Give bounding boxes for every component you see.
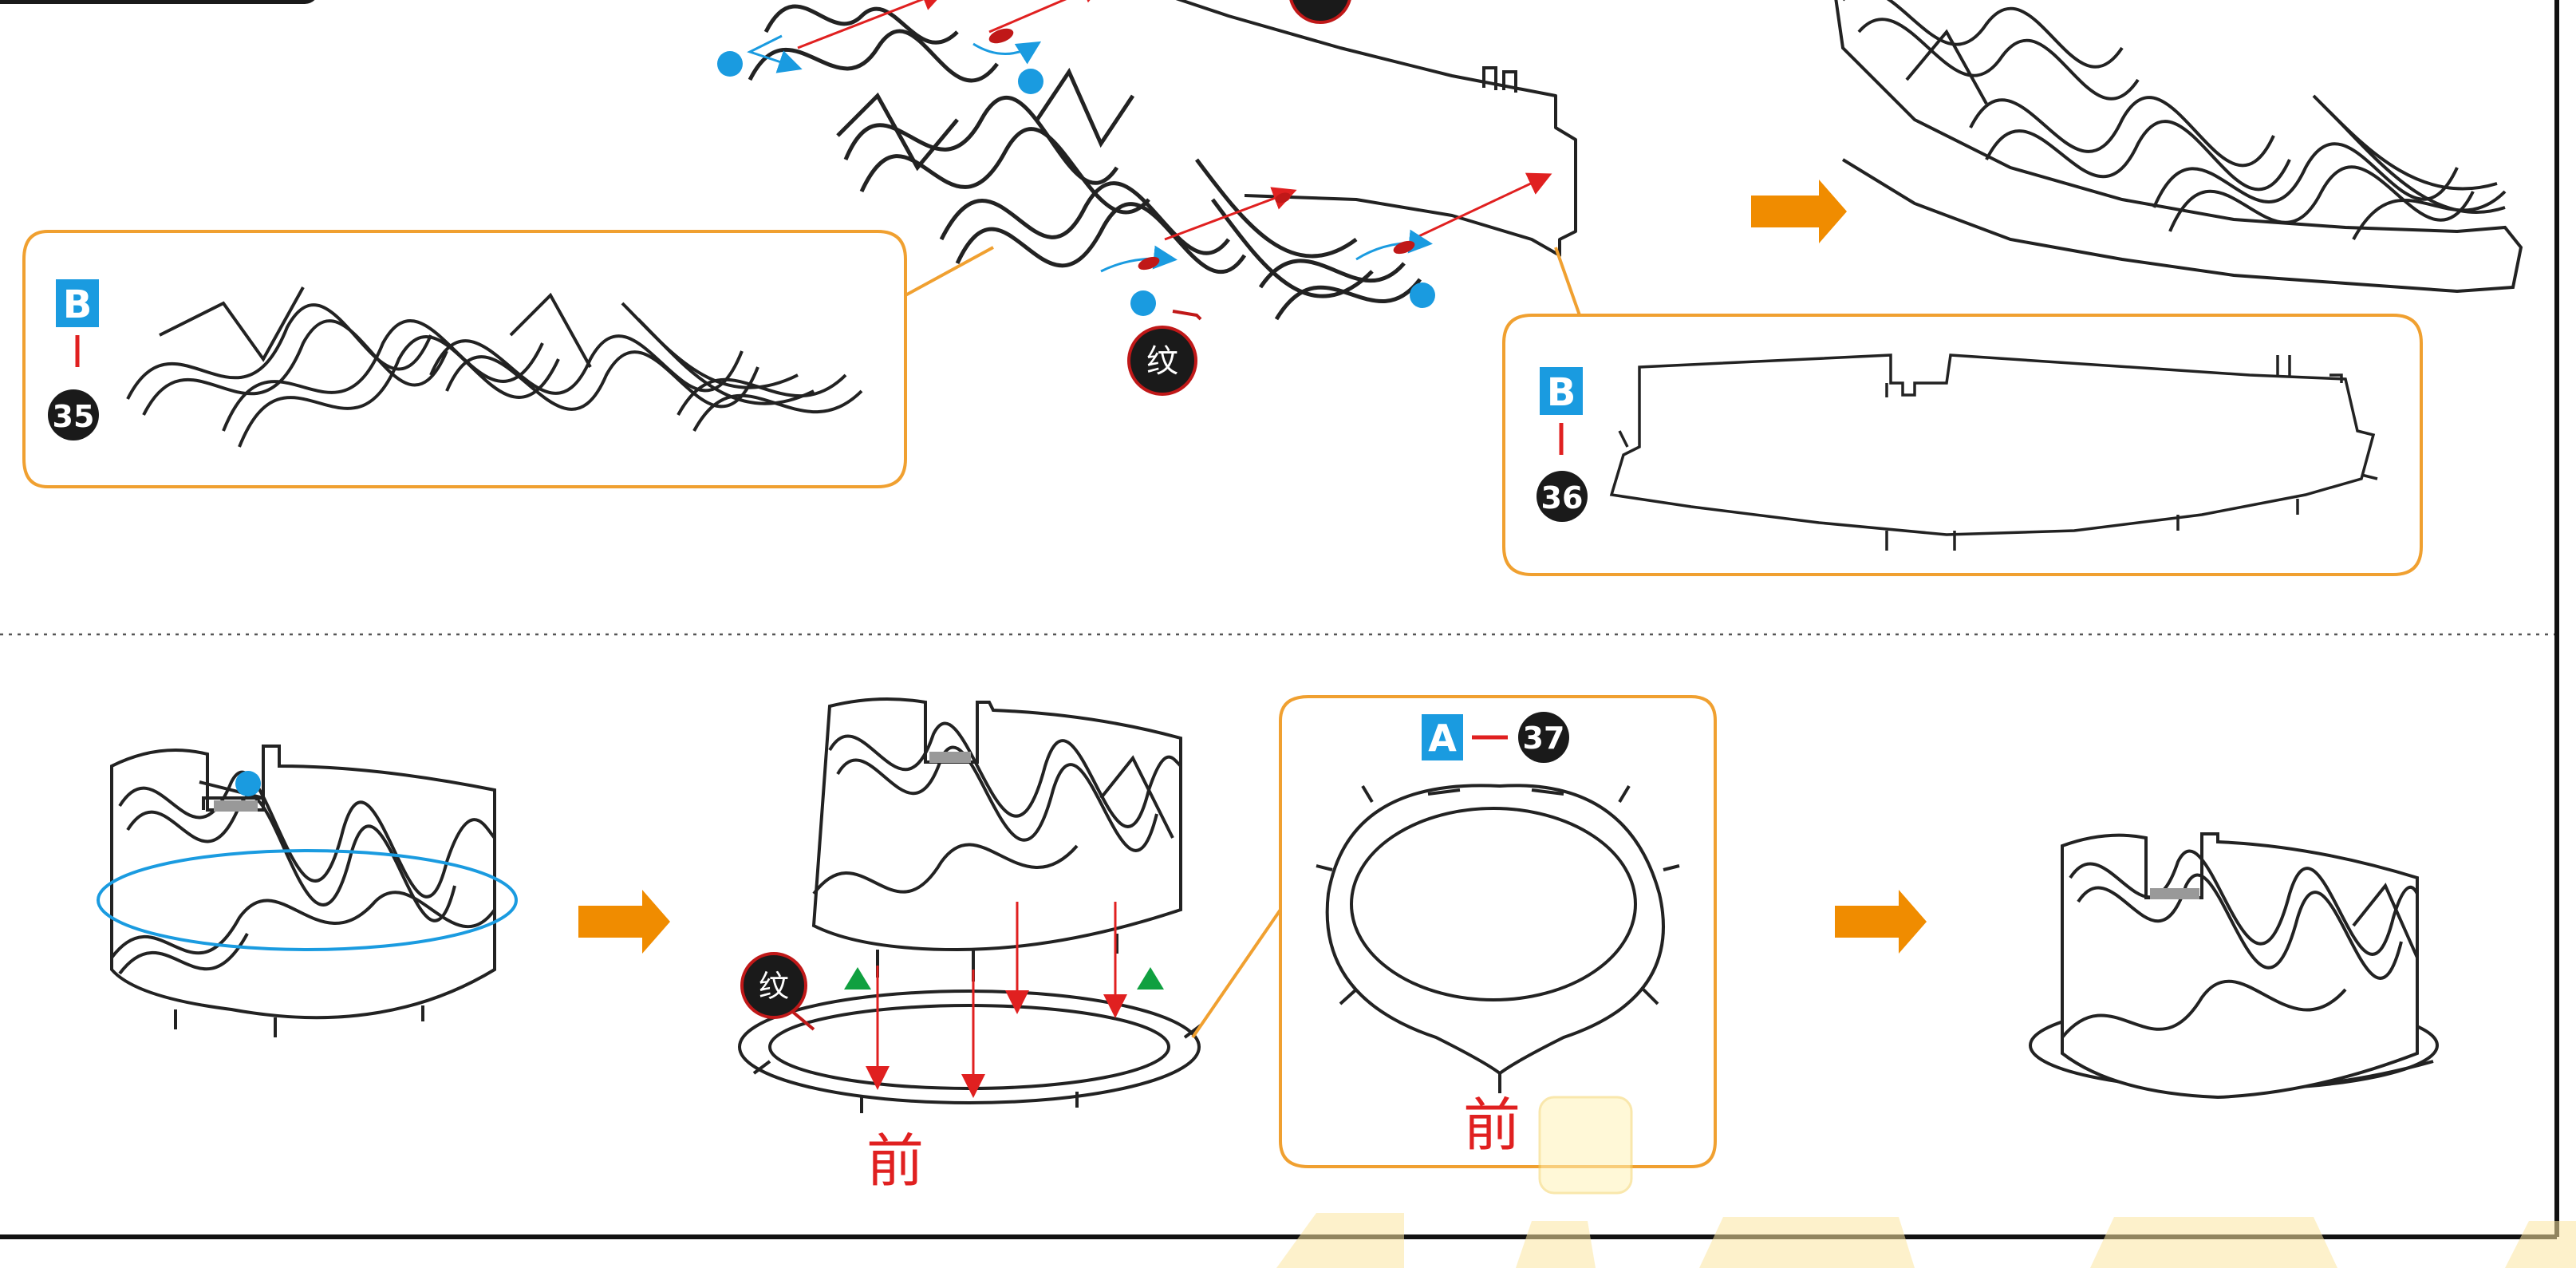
texture-badge	[1127, 326, 1197, 396]
curved-panel-assembly	[747, 0, 1577, 321]
sheet-label-a	[1422, 714, 1463, 760]
blue-dot-marker	[717, 51, 743, 77]
base-ring-37	[738, 990, 1202, 1113]
callout-part-36: B 36	[1502, 247, 2423, 576]
sheet-label-b	[1540, 367, 1583, 415]
part-number-37-text: 37	[1523, 721, 1565, 756]
callout-part-37: A 37 前	[1191, 695, 1717, 1168]
callout-part-35: B 35	[22, 230, 994, 488]
part-number-badge-36	[1537, 471, 1588, 522]
sheet-label-b-text: B	[1547, 370, 1576, 415]
watermark	[1276, 1096, 2576, 1268]
drum-step-1	[110, 745, 496, 1037]
right-arrow-icon	[1835, 890, 1927, 954]
right-arrow-icon	[578, 890, 670, 954]
part-number-badge-35	[48, 389, 99, 440]
sheet-label-b	[56, 279, 99, 327]
texture-badge-text: 纹	[759, 969, 789, 1004]
sheet-label-a-text: A	[1428, 717, 1457, 760]
result-curved-panel	[1834, 0, 2523, 294]
step-header-tab	[0, 0, 315, 4]
part-35-illustration	[126, 286, 863, 448]
drum-step-2	[811, 697, 1182, 982]
right-arrow-icon	[1751, 180, 1847, 243]
part-number-badge-37	[1518, 712, 1569, 763]
green-triangle-marker	[844, 967, 871, 990]
front-label: 前	[1463, 1092, 1521, 1159]
part-number-35-text: 35	[53, 399, 95, 434]
alignment-ring	[97, 849, 518, 951]
plain-curved-panel	[1175, 0, 1577, 257]
texture-badge	[740, 952, 807, 1019]
sheet-label-b-text: B	[63, 282, 93, 327]
texture-badge-partial	[1289, 0, 1351, 24]
blue-dot-marker	[1018, 69, 1043, 94]
front-label: 前	[866, 1128, 924, 1195]
blue-dot-marker	[1130, 290, 1156, 316]
alignment-arrows	[866, 902, 1127, 1098]
part-number-36-text: 36	[1541, 480, 1584, 515]
blue-dot-marker	[1410, 282, 1435, 308]
part-37-illustration	[1316, 784, 1680, 1093]
patterned-panel-35	[748, 4, 1422, 321]
green-triangle-marker	[1137, 967, 1164, 990]
texture-badge-text: 纹	[1146, 343, 1178, 380]
drum-assembled	[2029, 832, 2439, 1100]
part-36-illustration	[1609, 354, 2378, 551]
blue-dot-marker	[235, 771, 261, 796]
